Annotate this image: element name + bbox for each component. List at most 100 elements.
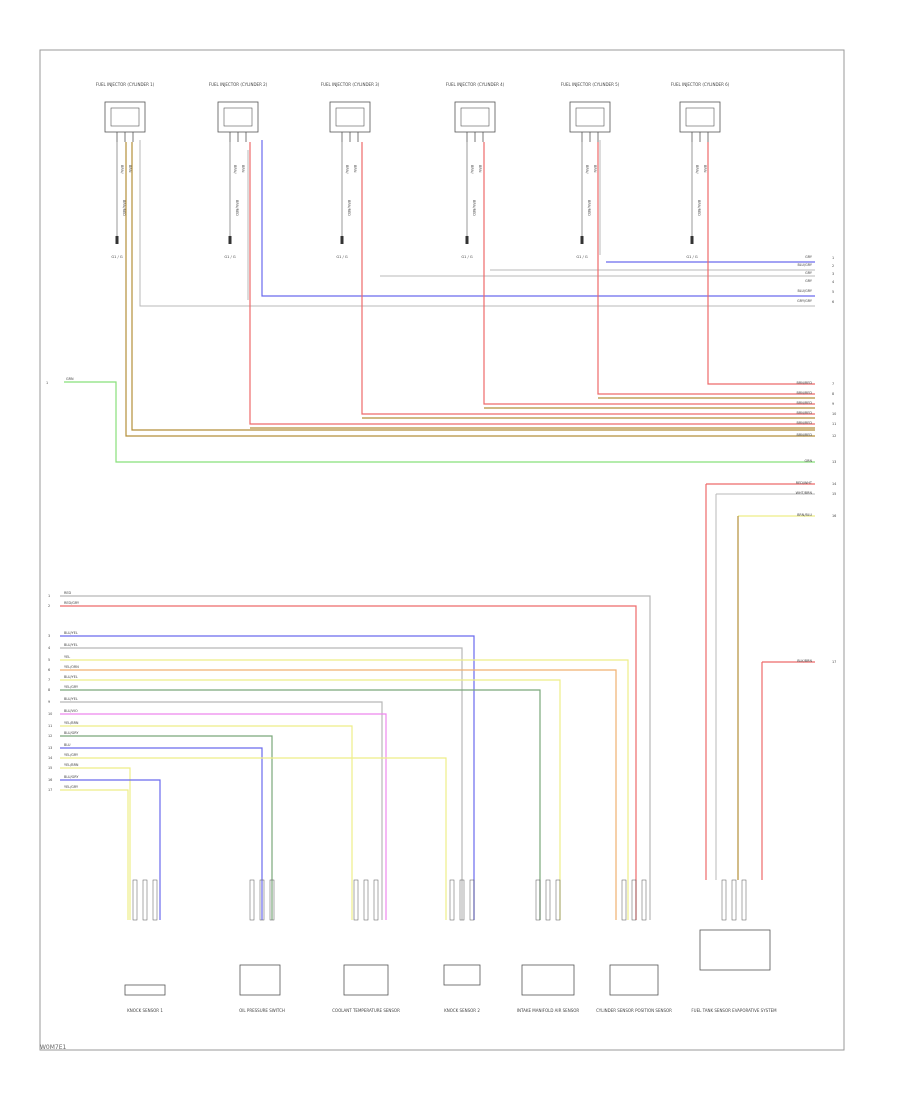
- pin-number: 6: [832, 300, 834, 304]
- ground-label: G1 / G: [111, 255, 123, 259]
- wire-red-mid-3: [483, 142, 815, 405]
- pin-number: 10: [48, 712, 52, 716]
- wire-brown-mid-1: [125, 142, 815, 437]
- right-mid-wire-label: BRN/RED: [797, 433, 813, 437]
- injector-wire-label: BRN: [241, 165, 245, 173]
- left-wire-label: YEL/BRN: [64, 763, 79, 767]
- sensor-connector-plug: [449, 879, 455, 921]
- sensor-label: KNOCK SENSOR 2: [444, 1008, 480, 1013]
- left-wire-label: RED: [64, 591, 71, 595]
- left-wire-12: [60, 735, 273, 920]
- ground-label: G1 / G: [224, 255, 236, 259]
- left-wire-label: YEL/GRY: [64, 685, 79, 689]
- sensor-connector-plug: [373, 879, 379, 921]
- left-wire-label: BLU/VIO: [64, 709, 78, 713]
- ground-label: G1 / G: [686, 255, 698, 259]
- right-lower-wire-label: BRN/BLU: [797, 513, 812, 517]
- injector-wire-label: BRN: [478, 165, 482, 173]
- sensor-label: KNOCK SENSOR 1: [127, 1008, 163, 1013]
- pin-number: 14: [48, 756, 52, 760]
- right-mid-wire-label: BRN/RED: [797, 401, 813, 405]
- pin-number: 5: [48, 658, 50, 662]
- left-wire-14: [60, 757, 447, 920]
- ground-terminal: [228, 236, 232, 244]
- right-mid-wire-label: BRN/RED: [797, 381, 813, 385]
- injector-label: FUEL INJECTOR (CYLINDER 4): [446, 82, 505, 87]
- left-wire-label: YEL/ORN: [64, 665, 79, 669]
- pin-number: 10: [832, 412, 836, 416]
- sensor-connector-plug: [631, 879, 637, 921]
- pin-number: 9: [48, 700, 50, 704]
- pin-number: 4: [832, 280, 834, 284]
- injector-wire-label: BRN/RED: [347, 200, 351, 216]
- right-upper-wire-label: BLU/GRY: [797, 289, 812, 293]
- ground-terminal: [115, 236, 119, 244]
- pin-number: 12: [48, 734, 52, 738]
- left-wire-label: BLU/YEL: [64, 631, 78, 635]
- injector-wire-label: BRN/: [695, 165, 699, 174]
- pin-number: 1: [832, 256, 834, 260]
- sensor-connector-plug: [621, 879, 627, 921]
- sensor-component: [239, 964, 281, 996]
- pin-number: 8: [832, 392, 834, 396]
- ground-terminal: [340, 236, 344, 244]
- ground-label: G1 / G: [461, 255, 473, 259]
- left-wire-label: YEL/GRY: [64, 753, 79, 757]
- sensor-connector-plug: [269, 879, 275, 921]
- left-wire-label: RED/GRY: [64, 601, 80, 605]
- wire-green: [64, 381, 815, 463]
- fuel-injector-connector: [335, 107, 365, 127]
- injector-wire-label: BRN/: [233, 165, 237, 174]
- sensor-connector-plug: [249, 879, 255, 921]
- right-lower-wire-label: WHT/BRN: [796, 491, 813, 495]
- wire-red-mid-2: [597, 142, 815, 395]
- injector-wire-label: BRN/RED: [697, 200, 701, 216]
- pin-number: 4: [48, 646, 50, 650]
- injector-wire-label: BRN/RED: [122, 200, 126, 216]
- sensor-connector-plug: [142, 879, 148, 921]
- pin-number: 17: [48, 788, 52, 792]
- sensor-label: CYLINDER SENSOR POSITION SENSOR: [596, 1008, 672, 1013]
- ground-terminal: [580, 236, 584, 244]
- left-wire-16: [60, 779, 161, 920]
- ground-label: G1 / G: [336, 255, 348, 259]
- pin-number: 1: [48, 594, 50, 598]
- pin-number: 8: [48, 688, 50, 692]
- left-wire-17: [60, 789, 129, 920]
- sensor-connector-plug: [459, 879, 465, 921]
- wire-blue-upper-2: [261, 140, 815, 297]
- injector-wire-label: BRN/RED: [472, 200, 476, 216]
- left-wire-15: [60, 767, 131, 920]
- pin-number: 14: [832, 482, 836, 486]
- fuel-injector-connector: [110, 107, 140, 127]
- injector-label: FUEL INJECTOR (CYLINDER 2): [209, 82, 268, 87]
- fuel-injector-connector: [223, 107, 253, 127]
- left-wire-label: BLU/GRY: [64, 731, 79, 735]
- sensor-connector-plug: [741, 879, 747, 921]
- sensor-connector-plug: [731, 879, 737, 921]
- pin-number: 3: [832, 272, 834, 276]
- wire-gray-upper-4: [139, 140, 815, 307]
- sensor-connector-plug: [535, 879, 541, 921]
- sensor-label: FUEL TANK SENSOR EVAPORATIVE SYSTEM: [691, 1008, 777, 1013]
- left-wire-5: [60, 659, 629, 920]
- sensor-label: COOLANT TEMPERATURE SENSOR: [332, 1008, 400, 1013]
- injector-wire-label: BRN: [128, 165, 132, 173]
- injector-wire-label: BRN/: [470, 165, 474, 174]
- injector-wire-label: BRN/: [345, 165, 349, 174]
- right-lower-wire-label: RED/WHT: [796, 481, 813, 485]
- wire-brown-mid-2: [131, 142, 815, 431]
- pin-number: 6: [48, 668, 50, 672]
- sensor-component: [343, 964, 389, 996]
- left-wire-label: BLU: [64, 743, 71, 747]
- pin-number: 9: [832, 402, 834, 406]
- sensor-label: OIL PRESSURE SWITCH: [239, 1008, 285, 1013]
- pin-number: 2: [832, 264, 834, 268]
- sensor-component: [124, 984, 166, 996]
- pin-number: 15: [48, 766, 52, 770]
- fuel-injector-connector: [685, 107, 715, 127]
- sensor-connector-plug: [555, 879, 561, 921]
- fuel-injector-connector: [575, 107, 605, 127]
- wire-red-mid-4: [361, 142, 815, 415]
